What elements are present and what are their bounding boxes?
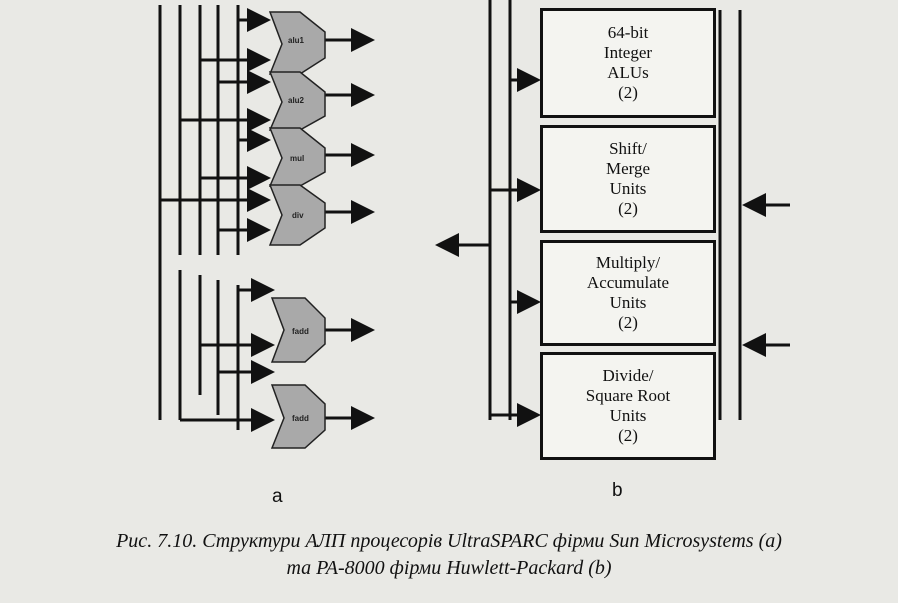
box-line: Units	[609, 179, 647, 198]
multiply-accumulate-box: Multiply/ Accumulate Units (2)	[540, 240, 716, 346]
divide-sqrt-box: Divide/ Square Root Units (2)	[540, 352, 716, 460]
box-line: Divide/	[602, 366, 654, 385]
fadd-shape	[270, 384, 326, 449]
box-line: Integer	[603, 43, 653, 62]
alu-label: alu2	[288, 96, 305, 105]
box-line: 64-bit	[607, 23, 649, 42]
figure-caption-line2: та PA-8000 фірми Huwlett-Packard (b)	[286, 557, 612, 579]
box-line: (2)	[618, 313, 638, 332]
box-line: Units	[609, 293, 647, 312]
box-line: Shift/	[609, 139, 647, 158]
box-line: Accumulate	[586, 273, 670, 292]
box-line: Multiply/	[595, 253, 661, 272]
box-line: Merge	[605, 159, 651, 178]
label-b: b	[612, 480, 623, 501]
alu-shape	[268, 127, 326, 187]
box-line: (2)	[618, 199, 638, 218]
alu-shape	[268, 184, 326, 246]
alu-label: div	[292, 211, 304, 220]
fadd-shape	[270, 297, 326, 363]
alu-label: alu1	[288, 36, 305, 45]
alu-shape	[268, 71, 326, 131]
shift-merge-box: Shift/ Merge Units (2)	[540, 125, 716, 233]
figure-caption-line1: Рис. 7.10. Структури АЛП процесорів Ultr…	[116, 530, 782, 552]
alu-label: mul	[290, 154, 304, 163]
box-line: ALUs	[607, 63, 649, 82]
alu-shape	[268, 11, 326, 75]
fp-label: fadd	[292, 327, 309, 336]
box-line: (2)	[618, 426, 638, 445]
box-line: Square Root	[585, 386, 671, 405]
box-line: Units	[609, 406, 647, 425]
fp-label: fadd	[292, 414, 309, 423]
label-a: a	[272, 486, 283, 507]
box-line: (2)	[618, 83, 638, 102]
integer-alu-box: 64-bit Integer ALUs (2)	[540, 8, 716, 118]
